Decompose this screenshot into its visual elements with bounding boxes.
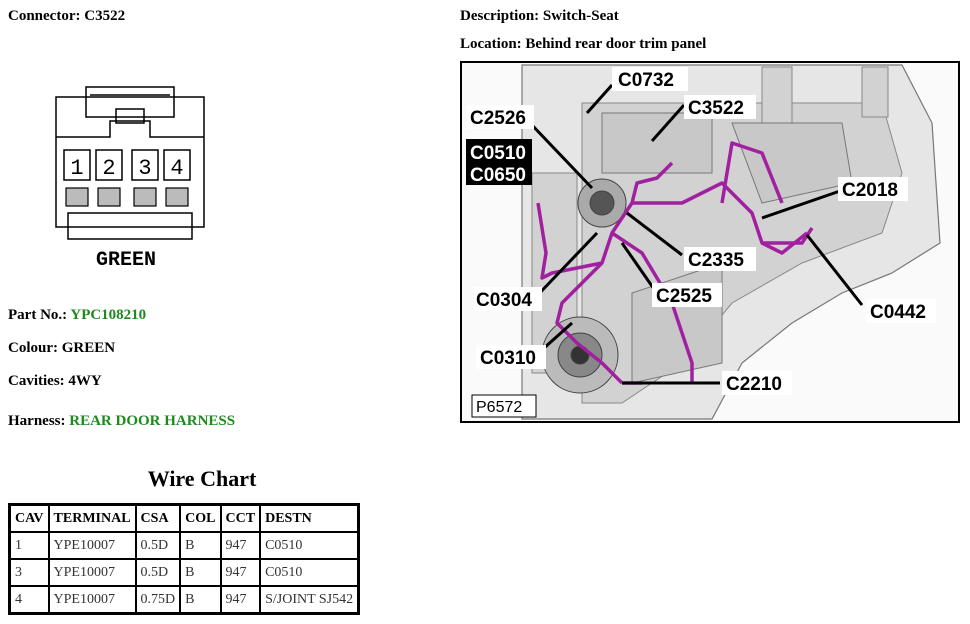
location-line: Location: Behind rear door trim panel xyxy=(460,36,706,53)
door-illustration: C0732 C2526 C3522 C0510 C0650 C2018 C233… xyxy=(466,64,941,420)
cell-cav: 1 xyxy=(8,531,50,560)
colour-line: Colour: GREEN xyxy=(8,340,115,357)
harness-value: REAR DOOR HARNESS xyxy=(69,413,236,429)
callout-c0510: C0510 xyxy=(470,143,526,164)
callout-c2525: C2525 xyxy=(656,286,712,307)
cavities-label: Cavities: xyxy=(8,373,65,389)
figure-id: P6572 xyxy=(476,399,522,416)
connector-value: C3522 xyxy=(84,8,126,24)
table-row: 3 YPE10007 0.5D B 947 C0510 xyxy=(8,558,360,587)
wire-chart-table: CAV TERMINAL CSA COL CCT DESTN 1 YPE1000… xyxy=(8,503,361,615)
callout-c2210: C2210 xyxy=(726,374,782,395)
cell-cct: 947 xyxy=(219,558,262,587)
colour-label: Colour: xyxy=(8,340,58,356)
cavities-value: 4WY xyxy=(68,373,102,389)
col-header-col: COL xyxy=(179,503,222,533)
cell-terminal: YPE10007 xyxy=(47,531,137,560)
cell-csa: 0.5D xyxy=(134,558,182,587)
callout-c3522: C3522 xyxy=(688,98,744,119)
cell-terminal: YPE10007 xyxy=(47,558,137,587)
harness-label: Harness: xyxy=(8,413,66,429)
cell-col: B xyxy=(179,585,222,615)
cell-destn: S/JOINT SJ542 xyxy=(259,585,360,615)
door-location-diagram: C0732 C2526 C3522 C0510 C0650 C2018 C233… xyxy=(460,61,960,423)
part-no-label: Part No.: xyxy=(8,307,68,323)
part-no-value: YPC108210 xyxy=(70,307,147,323)
description-label: Description: xyxy=(460,8,540,24)
table-row: 4 YPE10007 0.75D B 947 S/JOINT SJ542 xyxy=(8,585,360,615)
cell-cct: 947 xyxy=(219,585,262,615)
cell-col: B xyxy=(179,531,222,560)
table-row: 1 YPE10007 0.5D B 947 C0510 xyxy=(8,531,360,560)
callout-c0732: C0732 xyxy=(618,70,674,91)
callout-c2018: C2018 xyxy=(842,180,898,201)
cavities-line: Cavities: 4WY xyxy=(8,373,102,390)
pin-3-label: 3 xyxy=(138,156,151,181)
pin-1-label: 1 xyxy=(70,156,83,181)
col-header-terminal: TERMINAL xyxy=(47,503,137,533)
connector-line: Connector: C3522 xyxy=(8,8,125,25)
col-header-cct: CCT xyxy=(219,503,262,533)
cell-cav: 3 xyxy=(8,558,50,587)
col-header-csa: CSA xyxy=(134,503,182,533)
part-no-line: Part No.: YPC108210 xyxy=(8,307,146,324)
callout-c0442: C0442 xyxy=(870,302,926,323)
wire-chart-title: Wire Chart xyxy=(147,466,257,491)
cell-destn: C0510 xyxy=(259,531,360,560)
location-label: Location: xyxy=(460,36,522,52)
cell-destn: C0510 xyxy=(259,558,360,587)
connector-face-drawing: 1 2 3 4 GREEN xyxy=(55,86,205,272)
connector-color-label: GREEN xyxy=(96,249,156,272)
description-line: Description: Switch-Seat xyxy=(460,8,619,25)
callout-c0304: C0304 xyxy=(476,290,532,311)
callout-c0650: C0650 xyxy=(470,165,526,186)
pin-2-label: 2 xyxy=(102,156,115,181)
callout-c2526: C2526 xyxy=(470,108,526,129)
location-value: Behind rear door trim panel xyxy=(525,36,707,52)
cell-cct: 947 xyxy=(219,531,262,560)
colour-value: GREEN xyxy=(61,340,116,356)
connector-label: Connector: xyxy=(8,8,81,24)
description-value: Switch-Seat xyxy=(542,8,619,24)
callout-c0310: C0310 xyxy=(480,348,536,369)
wire-chart-header-row: CAV TERMINAL CSA COL CCT DESTN xyxy=(8,503,360,533)
cell-csa: 0.5D xyxy=(134,531,182,560)
harness-line: Harness: REAR DOOR HARNESS xyxy=(8,413,235,430)
cell-csa: 0.75D xyxy=(134,585,182,615)
cell-terminal: YPE10007 xyxy=(47,585,137,615)
pin-4-label: 4 xyxy=(170,156,183,181)
cell-col: B xyxy=(179,558,222,587)
callout-c2335: C2335 xyxy=(688,250,744,271)
cell-cav: 4 xyxy=(8,585,50,615)
col-header-cav: CAV xyxy=(8,503,50,533)
col-header-destn: DESTN xyxy=(259,503,360,533)
